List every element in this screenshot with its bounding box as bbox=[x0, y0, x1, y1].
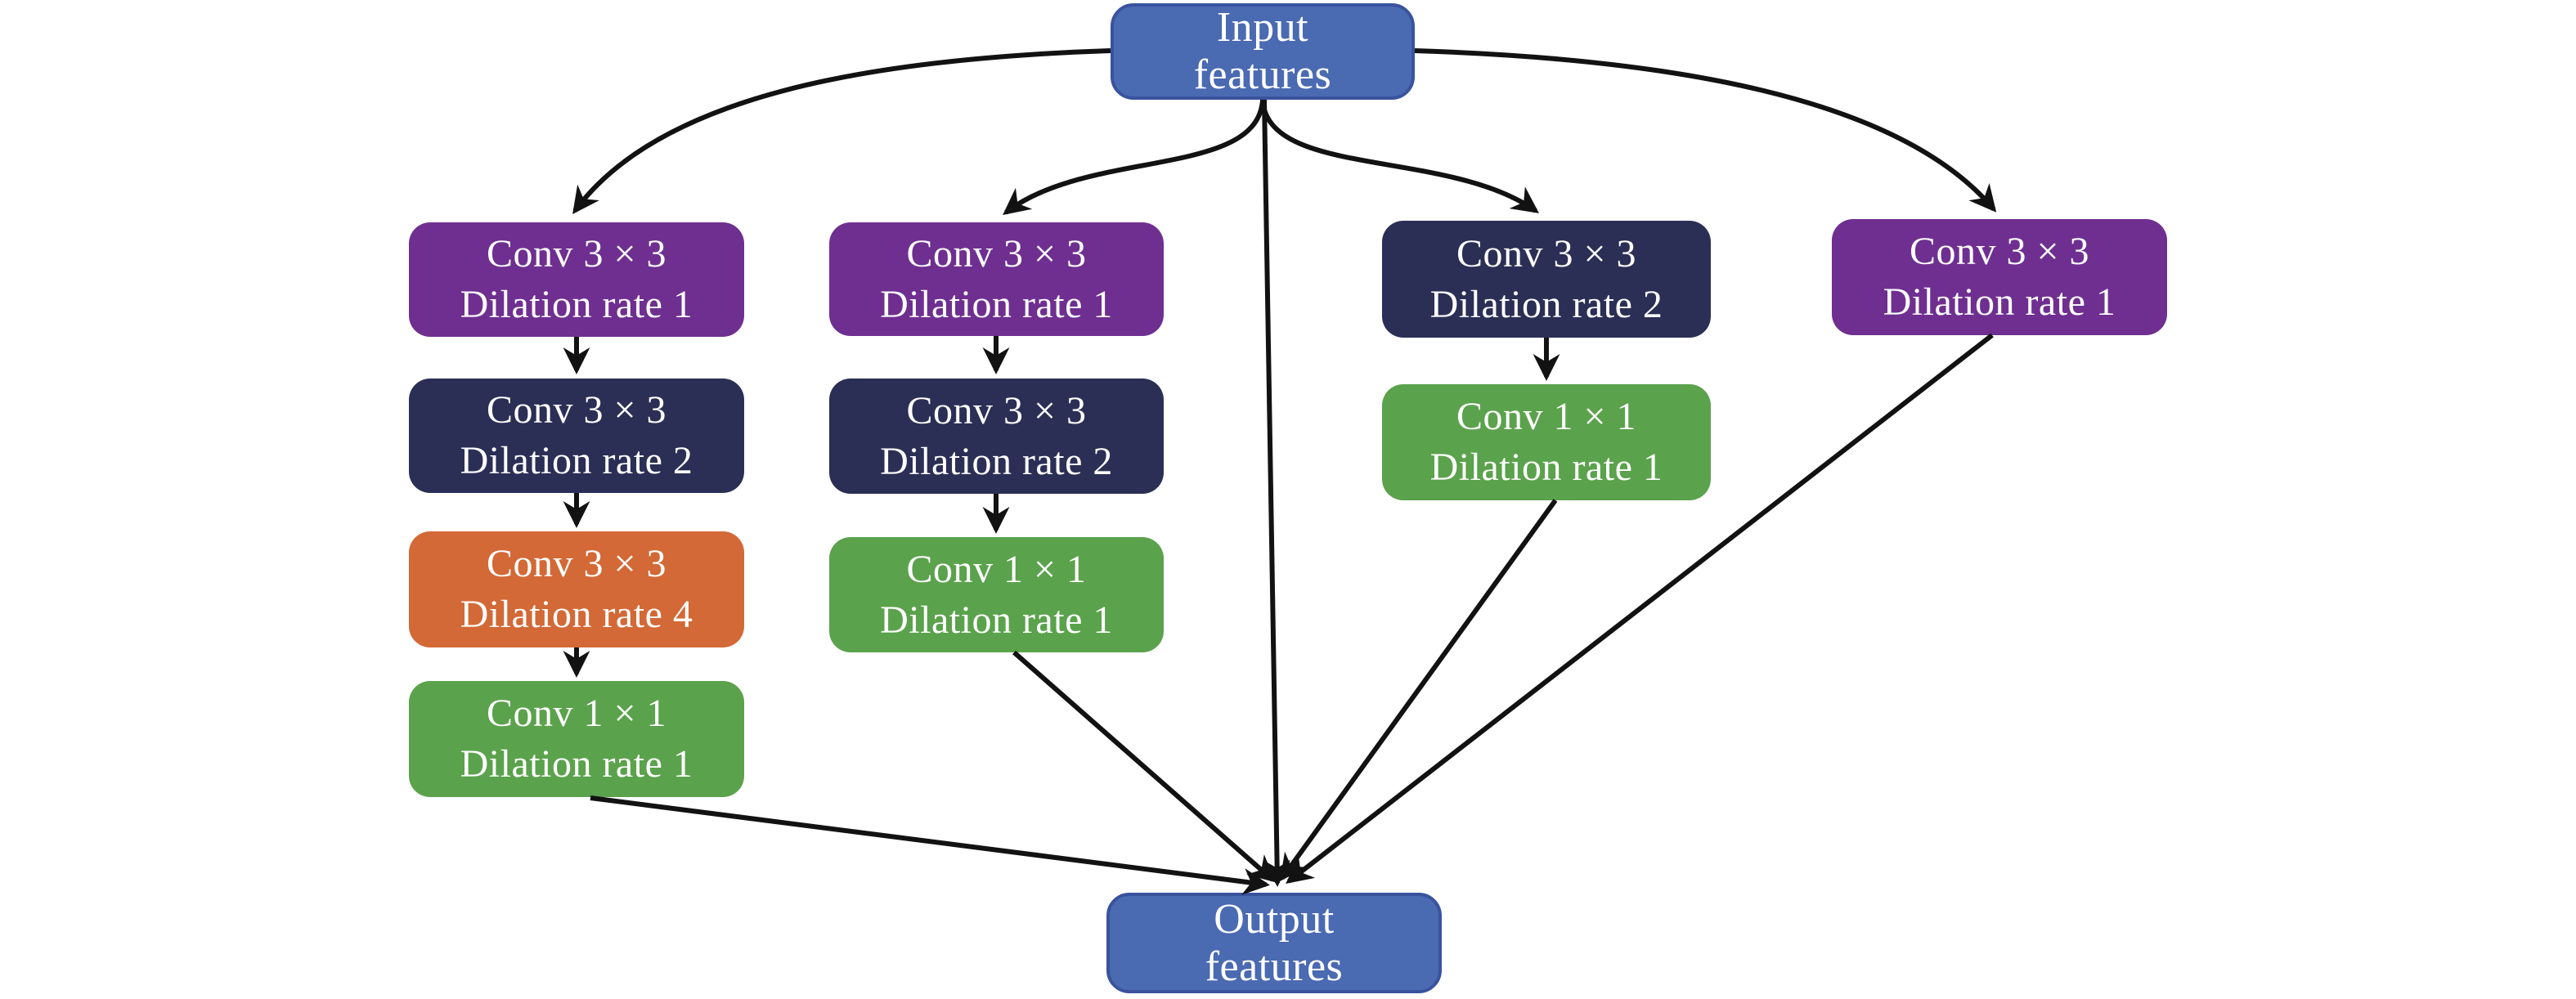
node-label-line: features bbox=[1205, 943, 1344, 990]
node-label-line: Dilation rate 1 bbox=[880, 598, 1113, 642]
node-label-line: Conv 3 × 3 bbox=[906, 388, 1087, 432]
arrow-input-to-branch3 bbox=[1260, 99, 1540, 213]
arrow-branch3-to-output bbox=[1280, 499, 1558, 882]
node-branch4-conv3x3-dilation1: Conv 3 × 3 Dilation rate 1 bbox=[1832, 219, 2167, 335]
node-label-line: Dilation rate 1 bbox=[460, 742, 693, 786]
node-label-line: Dilation rate 2 bbox=[880, 439, 1113, 483]
node-label-line: Output bbox=[1214, 895, 1335, 943]
node-branch3-conv1x1-dilation1: Conv 1 × 1 Dilation rate 1 bbox=[1382, 384, 1711, 500]
node-label-line: Conv 3 × 3 bbox=[1909, 230, 2090, 273]
arrow-input-to-branch4 bbox=[1414, 48, 1997, 213]
node-label-line: Conv 3 × 3 bbox=[906, 231, 1087, 276]
node-branch1-conv3x3-dilation4: Conv 3 × 3 Dilation rate 4 bbox=[409, 531, 744, 647]
node-output-features: Output features bbox=[1106, 893, 1442, 993]
node-label-line: Conv 3 × 3 bbox=[1456, 231, 1637, 276]
node-branch1-conv3x3-dilation2: Conv 3 × 3 Dilation rate 2 bbox=[409, 379, 744, 493]
node-label-line: features bbox=[1193, 52, 1332, 98]
node-label-line: Dilation rate 4 bbox=[460, 593, 693, 636]
node-label-line: Dilation rate 1 bbox=[1883, 280, 2116, 324]
node-branch1-conv1x1-dilation1: Conv 1 × 1 Dilation rate 1 bbox=[409, 681, 744, 797]
node-label-line: Conv 1 × 1 bbox=[906, 547, 1087, 591]
node-branch2-conv1x1-dilation1: Conv 1 × 1 Dilation rate 1 bbox=[829, 537, 1164, 652]
arrow-input-to-branch2 bbox=[1003, 99, 1265, 216]
node-label-line: Conv 1 × 1 bbox=[486, 692, 667, 735]
node-label-line: Dilation rate 1 bbox=[1429, 446, 1663, 489]
node-label-line: Conv 1 × 1 bbox=[1456, 395, 1637, 438]
node-label-line: Conv 3 × 3 bbox=[486, 232, 667, 276]
node-branch1-conv3x3-dilation1: Conv 3 × 3 Dilation rate 1 bbox=[409, 222, 744, 337]
arrow-branch2-to-output bbox=[1012, 650, 1276, 883]
node-branch2-conv3x3-dilation1: Conv 3 × 3 Dilation rate 1 bbox=[829, 222, 1164, 336]
arrow-branch1-to-output bbox=[590, 795, 1270, 895]
arrow-input-to-branch1 bbox=[572, 48, 1111, 214]
node-label-line: Dilation rate 2 bbox=[460, 439, 693, 482]
arrow-input-to-output bbox=[1262, 99, 1291, 887]
node-branch2-conv3x3-dilation2: Conv 3 × 3 Dilation rate 2 bbox=[829, 379, 1164, 494]
node-label-line: Input bbox=[1216, 4, 1309, 51]
node-label-line: Dilation rate 1 bbox=[460, 283, 693, 326]
node-label-line: Conv 3 × 3 bbox=[486, 388, 667, 432]
node-input-features: Input features bbox=[1111, 3, 1415, 100]
node-branch3-conv3x3-dilation2: Conv 3 × 3 Dilation rate 2 bbox=[1382, 221, 1711, 338]
node-label-line: Dilation rate 1 bbox=[880, 282, 1113, 326]
node-label-line: Conv 3 × 3 bbox=[486, 542, 667, 585]
node-label-line: Dilation rate 2 bbox=[1429, 282, 1663, 326]
